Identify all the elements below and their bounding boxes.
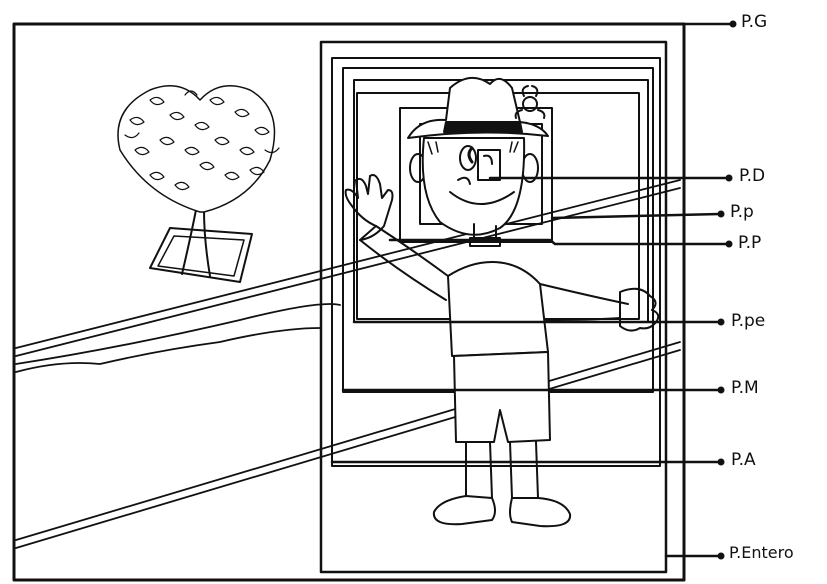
label-pd: P.D <box>739 168 765 185</box>
label-pentero: P.Entero <box>729 545 794 561</box>
frame-pg <box>14 24 684 580</box>
leader-dots <box>718 21 737 560</box>
label-pg: P.G <box>741 14 767 31</box>
label-pa: P.A <box>731 452 756 469</box>
label-pp: P.P <box>738 235 761 252</box>
road-lines <box>16 180 680 548</box>
label-pm: P.M <box>731 380 759 397</box>
character <box>346 78 659 526</box>
tree <box>118 86 279 282</box>
label-pp-small: P.p <box>730 204 754 221</box>
label-ppe: P.pe <box>731 313 765 330</box>
